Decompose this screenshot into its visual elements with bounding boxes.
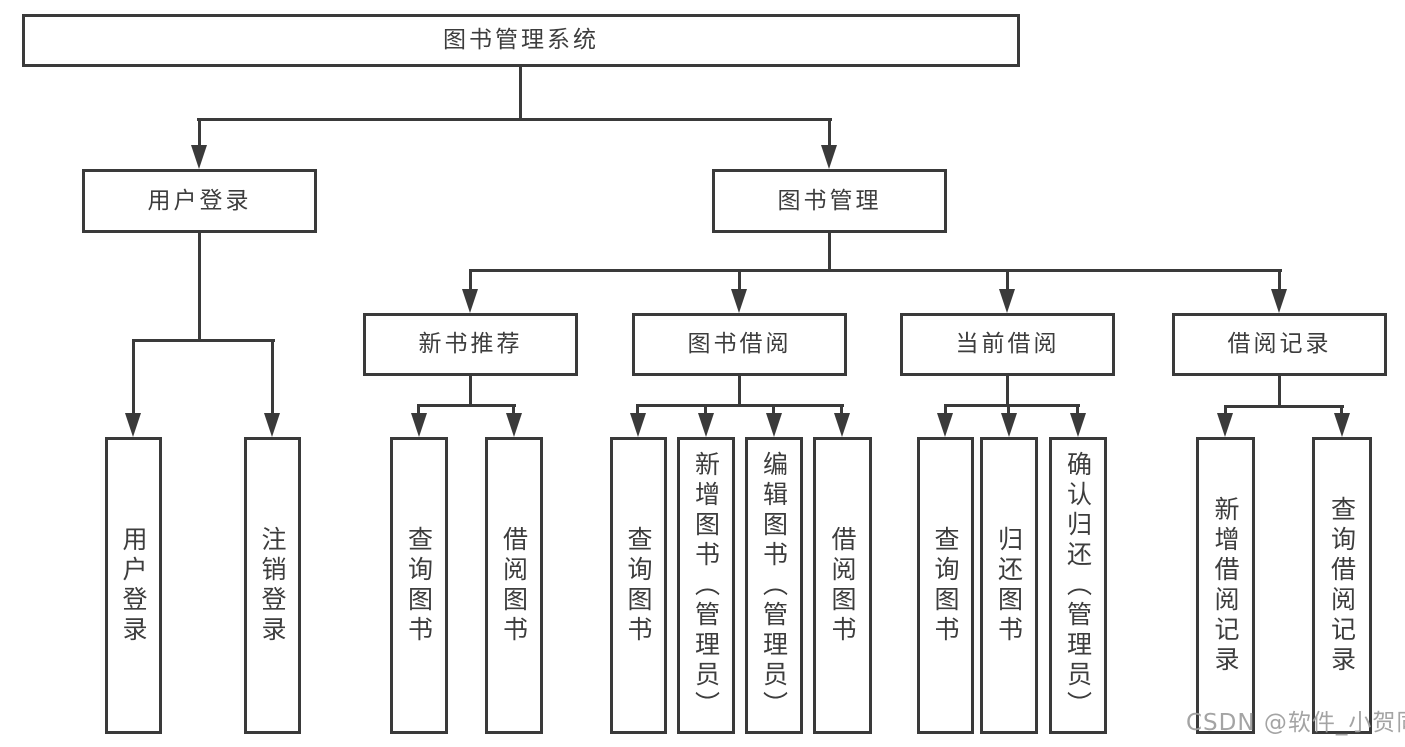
node-label: 借阅图书 [828, 525, 857, 646]
connector-line [1224, 405, 1344, 408]
node-book-management: 图书管理 [712, 169, 947, 233]
node-label: 编辑图书（管理员） [759, 450, 789, 721]
node-label: 查询借阅记录 [1327, 495, 1357, 676]
arrow-down-icon [264, 413, 280, 437]
node-book-borrowing: 图书借阅 [632, 313, 847, 376]
arrow-down-icon [821, 145, 837, 169]
connector-line [738, 375, 741, 406]
arrow-down-icon [698, 413, 714, 437]
connector-line [132, 339, 275, 342]
connector-line [828, 118, 831, 146]
node-borrowing-records: 借阅记录 [1172, 313, 1387, 376]
connector-line [469, 269, 472, 290]
node-label: 新书推荐 [418, 331, 523, 357]
leaf-query-borrow-record: 查询借阅记录 [1312, 437, 1372, 734]
leaf-user-login: 用户登录 [105, 437, 162, 734]
leaf-edit-book-admin: 编辑图书（管理员） [745, 437, 803, 734]
connector-line [1340, 405, 1343, 414]
node-label: 用户登录 [147, 187, 252, 214]
connector-line [637, 404, 844, 407]
connector-line [840, 404, 843, 414]
arrow-down-icon [125, 413, 141, 437]
leaf-query-books-recommend: 查询图书 [390, 437, 448, 734]
connector-line [417, 404, 420, 414]
connector-line [132, 339, 135, 414]
node-label: 确认归还（管理员） [1063, 450, 1093, 721]
connector-line [1076, 404, 1079, 414]
connector-line [1006, 269, 1009, 290]
node-library-management-system: 图书管理系统 [22, 14, 1020, 67]
arrow-down-icon [731, 289, 747, 313]
node-label: 图书借阅 [687, 331, 792, 357]
connector-line [828, 232, 831, 272]
arrow-down-icon [1001, 413, 1017, 437]
node-current-borrowing: 当前借阅 [900, 313, 1115, 376]
connector-line [1278, 375, 1281, 408]
node-new-book-recommendation: 新书推荐 [363, 313, 578, 376]
connector-line [636, 404, 639, 414]
node-label: 图书管理 [777, 187, 882, 214]
leaf-logout: 注销登录 [244, 437, 301, 734]
arrow-down-icon [506, 413, 522, 437]
arrow-down-icon [462, 289, 478, 313]
connector-line [469, 375, 472, 406]
connector-line [512, 404, 515, 414]
node-label: 借阅记录 [1227, 331, 1332, 357]
connector-line [1006, 375, 1009, 406]
node-label: 查询图书 [931, 525, 960, 646]
connector-line [944, 404, 947, 414]
arrow-down-icon [1070, 413, 1086, 437]
arrow-down-icon [834, 413, 850, 437]
arrow-down-icon [766, 413, 782, 437]
arrow-down-icon [1271, 289, 1287, 313]
leaf-add-borrow-record: 新增借阅记录 [1196, 437, 1255, 734]
connector-line [1007, 404, 1010, 414]
node-label: 当前借阅 [955, 331, 1060, 357]
connector-line [704, 404, 707, 414]
node-label: 新增借阅记录 [1211, 495, 1240, 676]
connector-line [1278, 269, 1281, 290]
leaf-query-books-current: 查询图书 [917, 437, 974, 734]
node-label: 注销登录 [258, 525, 287, 646]
connector-line [271, 339, 274, 414]
arrow-down-icon [630, 413, 646, 437]
connector-line [198, 232, 201, 342]
arrow-down-icon [1217, 413, 1233, 437]
node-user-login: 用户登录 [82, 169, 317, 233]
node-label: 图书管理系统 [443, 27, 599, 53]
node-label: 新增图书（管理员） [691, 450, 721, 721]
arrow-down-icon [1334, 413, 1350, 437]
connector-line [772, 404, 775, 414]
leaf-confirm-return-admin: 确认归还（管理员） [1049, 437, 1107, 734]
connector-line [469, 269, 1282, 272]
connector-line [198, 118, 201, 146]
arrow-down-icon [191, 145, 207, 169]
connector-line [417, 404, 516, 407]
node-label: 借阅图书 [499, 525, 529, 646]
arrow-down-icon [411, 413, 427, 437]
watermark: CSDN @软件_小贺同学 [1186, 710, 1405, 736]
leaf-borrow-books-borrow: 借阅图书 [813, 437, 872, 734]
node-label: 归还图书 [994, 525, 1024, 646]
connector-line [1224, 405, 1227, 414]
arrow-down-icon [999, 289, 1015, 313]
leaf-borrow-books-recommend: 借阅图书 [485, 437, 543, 734]
node-label: 用户登录 [119, 525, 148, 646]
connector-line [197, 118, 832, 121]
connector-line [738, 269, 741, 290]
connector-line [944, 404, 1080, 407]
leaf-query-books-borrow: 查询图书 [610, 437, 667, 734]
connector-line [519, 65, 522, 121]
node-label: 查询图书 [404, 525, 434, 646]
leaf-return-books: 归还图书 [980, 437, 1038, 734]
leaf-add-book-admin: 新增图书（管理员） [677, 437, 735, 734]
arrow-down-icon [937, 413, 953, 437]
node-label: 查询图书 [624, 525, 653, 646]
